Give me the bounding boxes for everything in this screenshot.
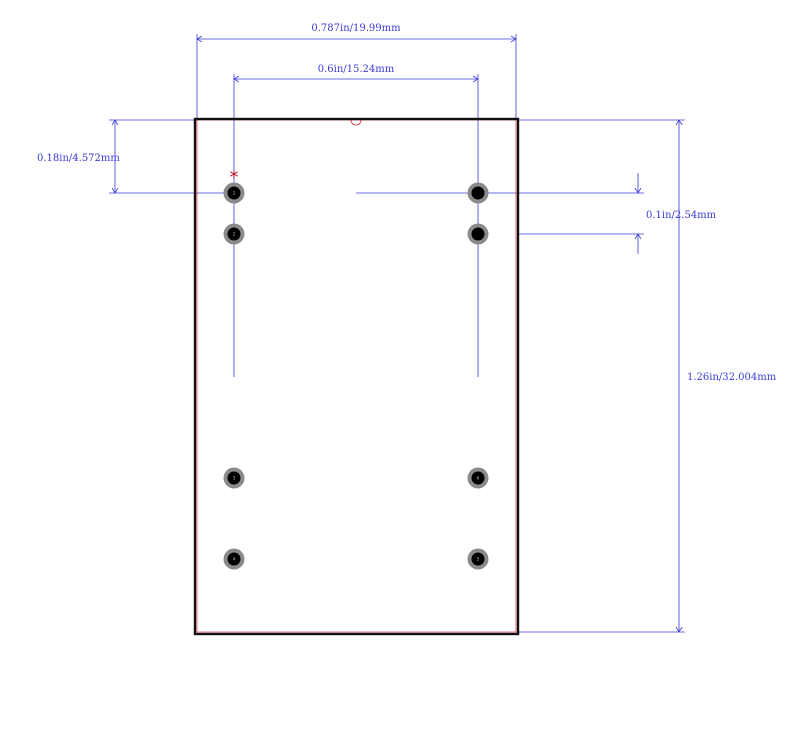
arrow-offset-top xyxy=(111,119,119,126)
pad-3-drill xyxy=(227,471,241,485)
pad-6-label: 6 xyxy=(477,476,480,481)
pad-4-label: 4 xyxy=(233,557,236,562)
dimension-arrows xyxy=(111,35,683,633)
arrow-length-bottom xyxy=(675,626,683,633)
pad-4-drill xyxy=(227,552,241,566)
pad-6: 6 xyxy=(467,467,489,489)
arrow-offset-bottom xyxy=(111,187,119,194)
arrow-row-left xyxy=(233,75,240,83)
arrow-row-right xyxy=(472,75,479,83)
pad-3: 3 xyxy=(223,467,245,489)
pad-8 xyxy=(467,182,489,204)
arrow-body-width-left xyxy=(196,35,203,43)
pad-8-drill xyxy=(471,186,485,200)
pad-1-label: 1 xyxy=(233,191,236,196)
pad-2: 2 xyxy=(223,223,245,245)
pad-6-drill xyxy=(471,471,485,485)
arrow-pitch-upper xyxy=(634,187,642,194)
dim-label-body-width: 0.787in/19.99mm xyxy=(311,23,401,34)
pad-5: 5 xyxy=(467,548,489,570)
pad-4: 4 xyxy=(223,548,245,570)
dim-label-body-length: 1.26in/32.004mm xyxy=(687,372,777,383)
pad-3-label: 3 xyxy=(233,476,236,481)
dim-label-pitch: 0.1in/2.54mm xyxy=(646,210,717,221)
pad-5-label: 5 xyxy=(477,557,480,562)
pad-5-drill xyxy=(471,552,485,566)
arrow-pitch-lower xyxy=(634,233,642,240)
arrow-length-top xyxy=(675,119,683,126)
pad-1: 1 xyxy=(223,182,245,204)
pin1-notch xyxy=(350,119,362,126)
courtyard-outline xyxy=(196,119,517,633)
pad-7-drill xyxy=(471,227,485,241)
pin1-marker: * xyxy=(230,167,239,188)
package-outline xyxy=(193,117,520,636)
arrow-body-width-right xyxy=(510,35,517,43)
pad-7 xyxy=(467,223,489,245)
pad-group: 1 2 3 4 5 xyxy=(223,182,489,570)
pad-2-label: 2 xyxy=(233,232,236,237)
dim-label-row-spacing: 0.6in/15.24mm xyxy=(318,64,395,75)
dim-label-pin1-offset: 0.18in/4.572mm xyxy=(37,153,120,164)
pad-1-drill xyxy=(227,186,241,200)
pad-2-drill xyxy=(227,227,241,241)
